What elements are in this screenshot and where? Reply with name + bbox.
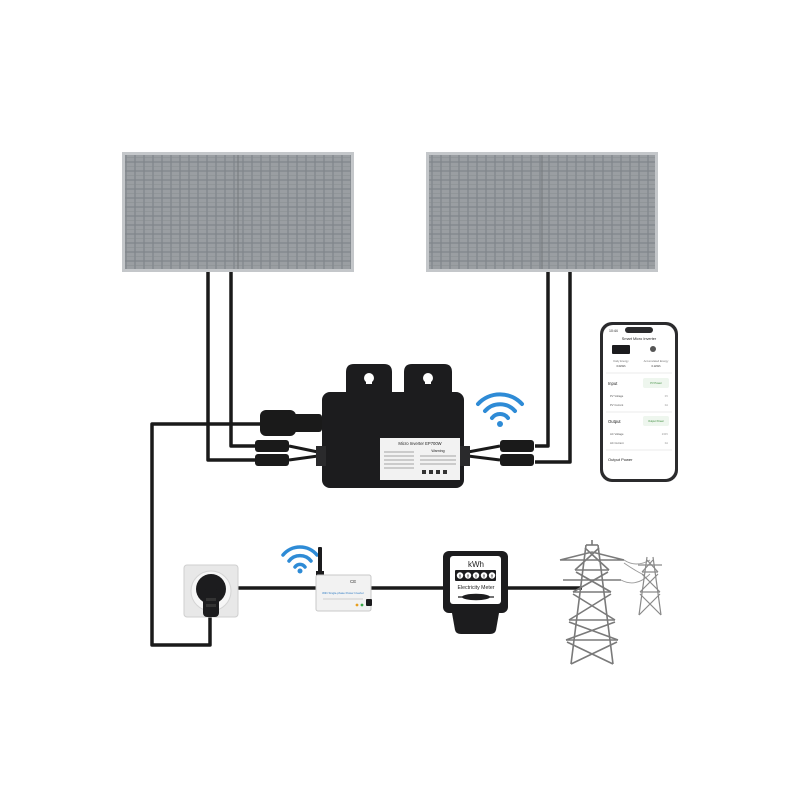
meter-disc-icon	[458, 593, 494, 601]
phone-footer-title: Output Power	[608, 457, 633, 462]
gateway-led-2	[360, 603, 364, 607]
gateway-antenna	[318, 547, 322, 573]
smartphone: 10:44 Smart Micro Inverter Daily Energy …	[600, 322, 678, 482]
gateway-ce-mark: CE	[350, 579, 356, 584]
micro-inverter: Micro Inverter EP700W Warning	[316, 364, 470, 488]
solar-panel-left	[122, 152, 354, 272]
inverter-label-title: Micro Inverter EP700W	[398, 441, 441, 446]
cables	[150, 272, 582, 647]
transmission-tower-small	[638, 556, 662, 616]
phone-output-badge-box	[643, 416, 669, 426]
left-panel-cable-inner	[229, 272, 258, 448]
phone-app-title: Smart Micro Inverter	[622, 337, 657, 341]
phone-output-badge: Output Power	[648, 419, 664, 423]
connector-right-bottom	[500, 454, 534, 466]
phone-stat-label-1: Daily Energy	[613, 359, 629, 363]
phone-input-badge-box	[643, 378, 669, 388]
meter-digit-4: 0	[483, 574, 486, 580]
left-panel-cable-outer	[206, 272, 258, 462]
phone-output-row-value-2: 0A	[665, 441, 668, 445]
phone-output-row-value-1: 230V	[662, 432, 668, 436]
ac-connector	[260, 410, 296, 436]
meter-unit: kWh	[468, 560, 484, 569]
phone-input-row-value-1: 0V	[665, 394, 668, 398]
phone-input-row-value-2: 0A	[665, 403, 668, 407]
meter-digit-2: 0	[467, 574, 470, 580]
gateway-body	[315, 574, 372, 612]
phone-device-thumbnail	[612, 345, 630, 354]
meter-digit-5: 0	[491, 574, 494, 580]
connector-left-top	[255, 440, 289, 452]
phone-stat-label-2: Accumulated Energy	[644, 359, 669, 363]
meter-digits: 0 0 0 0 0	[455, 570, 496, 581]
wifi-icon	[476, 392, 524, 427]
meter-digit-1: 0	[459, 574, 462, 580]
phone-output-row-label-2: AC Current	[610, 441, 624, 445]
phone-output-title: Output	[608, 419, 621, 424]
phone-status-time: 10:44	[609, 329, 618, 333]
phone-input-badge: PV Power	[650, 381, 662, 385]
meter-digit-3: 0	[475, 574, 478, 580]
transmission-tower-large	[559, 540, 625, 665]
phone-input-row-label-1: PV Voltage	[610, 394, 624, 398]
power-plug	[196, 574, 226, 617]
phone-screen	[603, 325, 675, 479]
phone-output-row-label-1: AC Voltage	[610, 432, 624, 436]
connector-left-bottom	[255, 454, 289, 466]
phone-stat-value-2: 0.1kWh	[651, 364, 661, 368]
electricity-meter: kWh 0 0 0 0 0 Electricity Meter	[443, 551, 508, 634]
wifi-icon	[281, 545, 319, 574]
gateway-led-1	[355, 603, 359, 607]
phone-settings-icon[interactable]	[650, 346, 656, 352]
ac-output-cable	[150, 422, 262, 647]
mc4-connectors	[255, 410, 534, 466]
phone-input-title: Input	[608, 381, 618, 386]
phone-input-row-label-2: PV Current	[610, 403, 624, 407]
wall-socket	[183, 564, 239, 618]
cert-icons	[422, 470, 447, 474]
inverter-warning-title: Warning	[431, 449, 444, 453]
wifi-gateway: CE WiFi Single-phase Power Inverter	[315, 547, 372, 612]
right-panel-cable-outer	[535, 272, 572, 464]
right-panel-cable-inner	[535, 272, 550, 448]
phone-stat-value-1: 0.0kWh	[616, 364, 626, 368]
connector-right-top	[500, 440, 534, 452]
gateway-label: WiFi Single-phase Power Inverter	[322, 591, 364, 595]
solar-panel-right	[426, 152, 658, 272]
meter-label: Electricity Meter	[458, 585, 495, 591]
